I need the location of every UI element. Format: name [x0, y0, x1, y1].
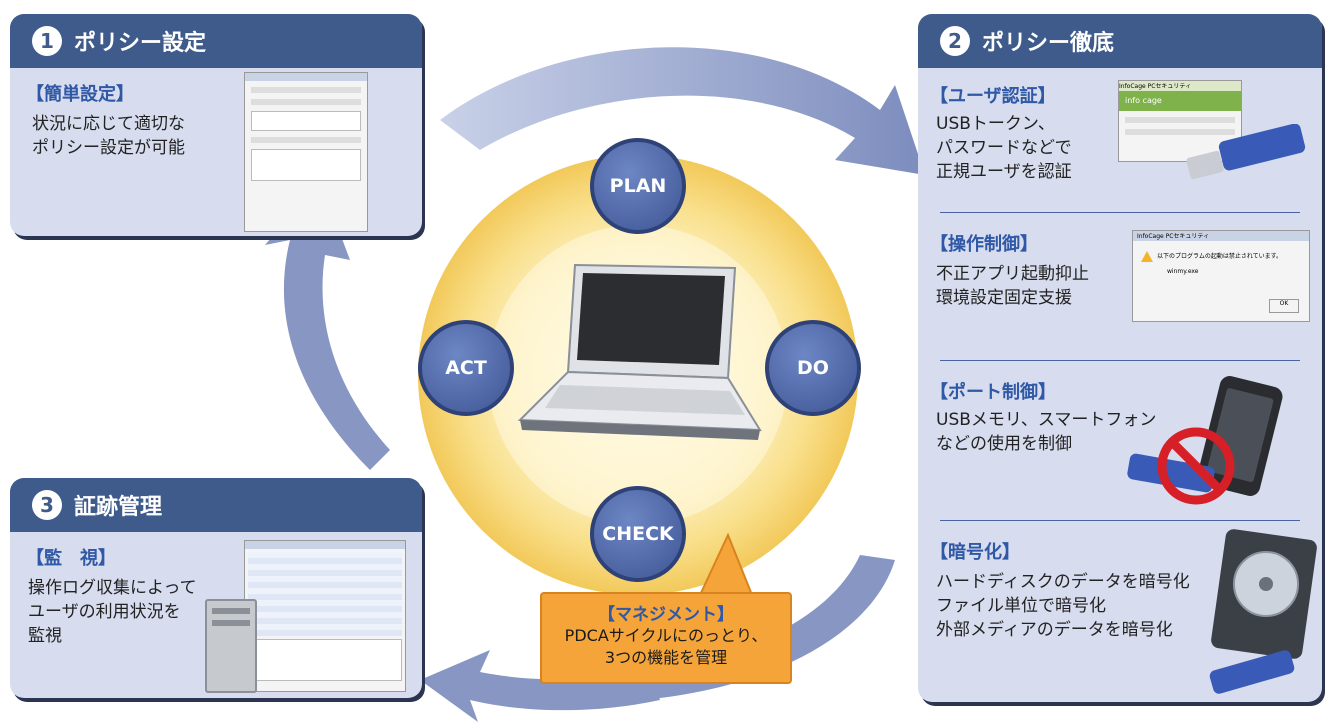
auth-screenshot: InfoCage PCセキュリティ info cage: [1118, 80, 1242, 162]
node-plan: PLAN: [590, 138, 686, 234]
section-text-auth: USBトークン、 パスワードなどで 正規ユーザを認証: [936, 114, 1072, 182]
section-title: 【簡単設定】: [26, 84, 134, 105]
arrow-bottom: [420, 650, 660, 722]
section-text-encryption: ハードディスクのデータを暗号化 ファイル単位で暗号化 外部メディアのデータを暗号…: [936, 572, 1190, 640]
dialog-message: 以下のプログラムの起動は禁止されています。: [1157, 253, 1283, 260]
panel-policy-enforcement: 2 ポリシー徹底 【ユーザ認証】 USBトークン、 パスワードなどで 正規ユーザ…: [918, 14, 1322, 702]
port-control-icon: [1127, 376, 1283, 505]
dialog-ok-button[interactable]: OK: [1269, 299, 1299, 313]
section-text-port: USBメモリ、スマートフォン などの使用を制御: [936, 410, 1157, 454]
section-divider: [940, 360, 1300, 361]
usb-token-icon: [1186, 124, 1306, 180]
section-divider: [940, 212, 1300, 213]
node-act: ACT: [418, 320, 514, 416]
section-divider: [940, 520, 1300, 521]
auth-window-title: InfoCage PCセキュリティ: [1119, 81, 1241, 91]
settings-screenshot: [244, 72, 368, 232]
section-text-operation: 不正アプリ起動抑止 環境設定固定支援: [936, 264, 1089, 308]
section-text: 状況に応じて適切な ポリシー設定が可能: [32, 114, 185, 158]
monitoring-screenshot: [244, 540, 406, 692]
panel-header: 2 ポリシー徹底: [918, 14, 1322, 68]
section-title-operation: 【操作制御】: [930, 234, 1038, 255]
dialog-program: winmy.exe: [1167, 268, 1199, 275]
block-dialog-screenshot: InfoCage PCセキュリティ 以下のプログラムの起動は禁止されています。 …: [1132, 230, 1310, 322]
arrow-top: [440, 47, 925, 175]
panel-header: 3 証跡管理: [10, 478, 422, 532]
management-title: 【マネジメント】: [598, 605, 734, 625]
panel-audit-trail: 3 証跡管理 【監 視】 操作ログ収集によって ユーザの利用状況を 監視: [10, 478, 422, 698]
panel-title: ポリシー設定: [74, 31, 207, 56]
hard-disk-icon: [1209, 529, 1317, 694]
step-number: 2: [940, 26, 970, 56]
panel-header: 1 ポリシー設定: [10, 14, 422, 68]
panel-policy-setting: 1 ポリシー設定 【簡単設定】 状況に応じて適切な ポリシー設定が可能: [10, 14, 422, 236]
section-title-auth: 【ユーザ認証】: [930, 86, 1056, 107]
section-text: 操作ログ収集によって ユーザの利用状況を 監視: [28, 578, 197, 646]
step-number: 3: [32, 490, 62, 520]
section-title: 【監 視】: [26, 548, 116, 569]
panel-title: ポリシー徹底: [982, 31, 1115, 56]
auth-logo: info cage: [1119, 91, 1241, 111]
management-text: PDCAサイクルにのっとり、 3つの機能を管理: [564, 626, 768, 667]
node-do: DO: [765, 320, 861, 416]
management-callout: 【マネジメント】 PDCAサイクルにのっとり、 3つの機能を管理: [540, 592, 792, 684]
section-title-port: 【ポート制御】: [930, 382, 1056, 403]
dialog-title: InfoCage PCセキュリティ: [1133, 231, 1309, 241]
laptop-illustration: [517, 263, 762, 440]
arrow-left: [265, 180, 390, 470]
section-title-encryption: 【暗号化】: [930, 542, 1020, 563]
server-icon: [205, 599, 257, 693]
step-number: 1: [32, 26, 62, 56]
node-check: CHECK: [590, 486, 686, 582]
warning-icon: [1141, 251, 1153, 262]
panel-title: 証跡管理: [74, 495, 163, 520]
